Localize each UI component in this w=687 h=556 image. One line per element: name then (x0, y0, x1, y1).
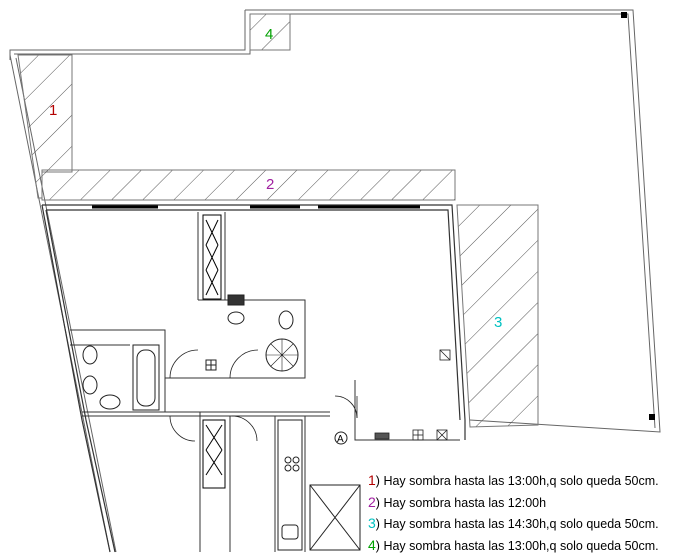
stair-shaft (309, 484, 361, 551)
closet (202, 214, 226, 489)
zone-number-4: 4 (265, 26, 273, 43)
legend-paren: ) (375, 538, 380, 553)
legend-number-2: 2 (368, 493, 376, 510)
kitchen-counter (277, 419, 303, 551)
legend-item-4: 4) Hay sombra hasta las 13:00h,q solo qu… (368, 535, 686, 556)
building-walls (41, 204, 466, 553)
zone-number-3: 3 (494, 314, 502, 331)
shade-legend: 1) Hay sombra hasta las 13:00h,q solo qu… (368, 470, 686, 556)
legend-paren: ) (375, 474, 380, 488)
bathroom-fixtures (82, 294, 299, 411)
legend-item-1: 1) Hay sombra hasta las 13:00h,q solo qu… (368, 470, 686, 492)
zone-number-1: 1 (49, 102, 57, 119)
shade-zone-2 (41, 169, 456, 201)
legend-text-4: Hay sombra hasta las 13:00h,q solo queda… (383, 538, 659, 553)
doors (169, 349, 358, 442)
legend-number-3: 3 (368, 515, 376, 531)
legend-text-1: Hay sombra hasta las 13:00h,q solo queda… (383, 474, 659, 488)
legend-number-4: 4 (368, 536, 376, 553)
shade-zone-4 (249, 13, 291, 51)
shade-zone-3 (456, 204, 539, 428)
small-symbols (374, 349, 451, 441)
legend-paren: ) (375, 495, 380, 510)
legend-item-2: 2) Hay sombra hasta las 12:00h (368, 492, 686, 514)
legend-number-1: 1 (368, 472, 376, 488)
pillar (649, 414, 655, 420)
entrance-letter: A (337, 434, 344, 445)
zone-number-2: 2 (266, 176, 274, 193)
legend-text-3: Hay sombra hasta las 14:30h,q solo queda… (383, 517, 659, 531)
entrance-marker (334, 431, 348, 445)
legend-item-3: 3) Hay sombra hasta las 14:30h,q solo qu… (368, 513, 686, 535)
interior-walls (70, 212, 460, 552)
legend-text-2: Hay sombra hasta las 12:00h (383, 495, 547, 510)
legend-paren: ) (375, 517, 380, 531)
pillar (621, 12, 627, 18)
